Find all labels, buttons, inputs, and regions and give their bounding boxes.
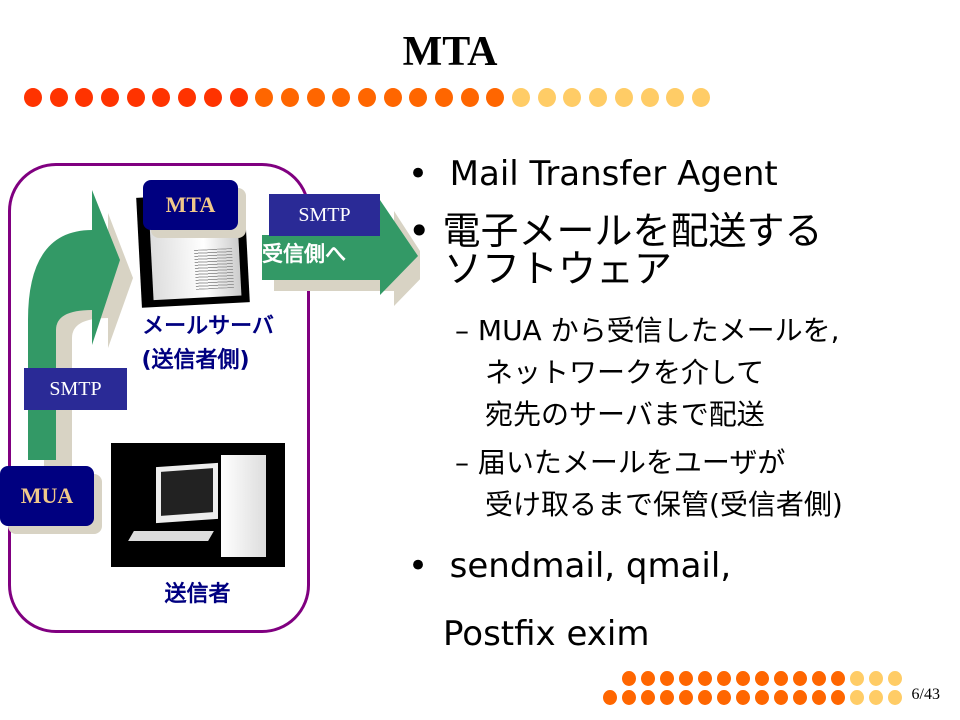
decor-dot: [774, 671, 788, 686]
decor-dot: [755, 671, 769, 686]
decor-dot: [698, 690, 712, 705]
bullet-mta-full-name: • Mail Transfer Agent: [408, 154, 778, 194]
bullet-text: Mail Transfer Agent: [449, 154, 778, 194]
sender-side-frame: [8, 163, 310, 633]
decor-dot: [614, 88, 633, 107]
subbullet-delivery: – MUA から受信したメールを,ネットワークを介して宛先のサーバまで配送: [455, 314, 840, 431]
decor-dot: [640, 88, 659, 107]
decor-dot: [537, 88, 556, 107]
smtp-label-top: SMTP: [269, 194, 380, 236]
bullet-definition: • 電子メールを配送するソフトウェア: [408, 209, 823, 291]
decor-dot: [306, 88, 325, 107]
mail-server-label: メールサーバ: [142, 314, 274, 339]
mta-label: MTA: [143, 180, 238, 230]
sender-label: 送信者: [164, 582, 231, 607]
decor-dot: [679, 671, 693, 686]
decor-dot: [255, 88, 274, 107]
decor-dot: [812, 690, 826, 705]
subbullet-line: MUA から受信したメールを,: [477, 314, 840, 347]
decor-dot: [660, 690, 674, 705]
decor-dot: [622, 690, 636, 705]
decor-dot: [178, 88, 197, 107]
subbullet-line: 宛先のサーバまで配送: [485, 398, 765, 431]
decor-dot: [280, 88, 299, 107]
decor-dot: [383, 88, 402, 107]
decor-dot: [679, 690, 693, 705]
decor-dot: [126, 88, 145, 107]
decor-dot: [736, 671, 750, 686]
decor-dot: [736, 690, 750, 705]
decor-dot: [563, 88, 582, 107]
decor-dot: [622, 671, 636, 686]
decor-dot: [869, 671, 883, 686]
bullet-text: 電子メールを配送する: [442, 209, 823, 253]
decor-dot: [793, 690, 807, 705]
decor-dot: [850, 690, 864, 705]
decor-dot: [603, 690, 617, 705]
decor-dot: [641, 690, 655, 705]
bullet-examples: • sendmail, qmail,: [408, 546, 732, 586]
decor-dot: [717, 690, 731, 705]
decor-dot: [332, 88, 351, 107]
decor-dot: [698, 671, 712, 686]
bullet-examples-cont: Postfix exim: [443, 614, 650, 654]
slide-title: MTA: [402, 29, 498, 75]
decor-dot: [460, 88, 479, 107]
decor-dot: [75, 88, 94, 107]
page-number: 6/43: [911, 686, 940, 703]
decor-dot: [152, 88, 171, 107]
decor-dot: [101, 88, 120, 107]
decor-dot: [229, 88, 248, 107]
to-receiver-label: 受信側へ: [262, 242, 346, 266]
decor-dot: [869, 690, 883, 705]
subbullet-line: ネットワークを介して: [485, 356, 765, 389]
decor-dot: [717, 671, 731, 686]
footer-dots-row2: [603, 690, 907, 705]
decor-dot: [435, 88, 453, 107]
decor-dot: [888, 690, 902, 705]
decor-dot: [812, 671, 826, 686]
decor-dot: [49, 88, 68, 107]
decor-dot: [203, 88, 222, 107]
decor-dot: [666, 88, 685, 107]
decor-dot: [831, 690, 845, 705]
decor-dot: [357, 88, 376, 107]
decor-dot: [888, 671, 902, 686]
decor-dot: [774, 690, 788, 705]
decor-dot: [755, 690, 769, 705]
decor-dot: [660, 671, 674, 686]
decor-dot: [850, 671, 864, 686]
subbullet-line: 受け取るまで保管(受信者側): [485, 488, 843, 521]
decor-dot: [793, 671, 807, 686]
subbullet-line: 届いたメールをユーザが: [477, 446, 786, 479]
footer-dots-row1: [622, 671, 907, 686]
mua-label: MUA: [0, 466, 94, 526]
sender-pc-image: [111, 443, 285, 567]
decor-dot: [409, 88, 428, 107]
smtp-label-left: SMTP: [24, 368, 127, 410]
title-dot-divider: [24, 88, 718, 107]
decor-dot: [512, 88, 531, 107]
decor-dot: [486, 88, 505, 107]
decor-dot: [831, 671, 845, 686]
bullet-text-cont: ソフトウェア: [444, 247, 673, 291]
decor-dot: [691, 88, 710, 107]
decor-dot: [641, 671, 655, 686]
mail-server-side-label: (送信者側): [141, 348, 250, 373]
decor-dot: [589, 88, 608, 107]
decor-dot: [24, 88, 42, 107]
subbullet-storage: – 届いたメールをユーザが受け取るまで保管(受信者側): [455, 446, 843, 521]
bullet-text: sendmail, qmail,: [449, 546, 732, 586]
